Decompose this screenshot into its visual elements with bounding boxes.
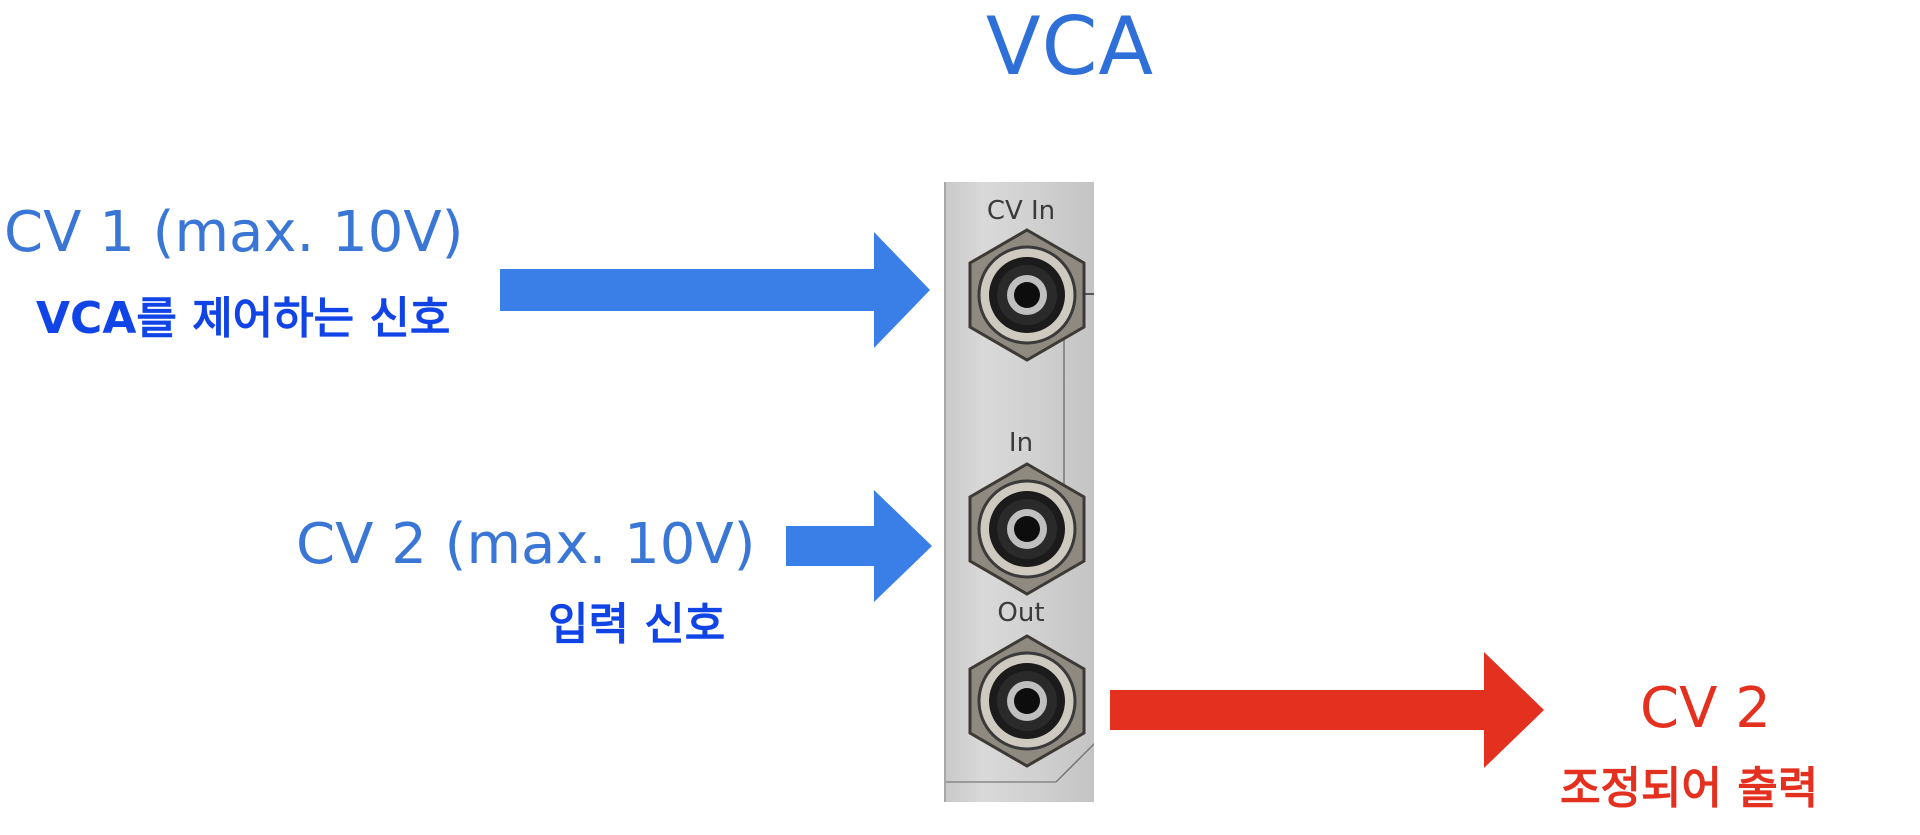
cv2-input-arrow [786, 490, 932, 602]
cv-in-jack[interactable] [958, 226, 1094, 364]
output-arrow [1110, 652, 1544, 768]
output-description: 조정되어 출력 [1560, 763, 1819, 814]
out-jack[interactable] [958, 632, 1094, 770]
cv-in-jack-label: CV In [986, 196, 1056, 226]
in-jack[interactable] [958, 460, 1094, 598]
cv2-description: 입력 신호 [548, 599, 726, 650]
vca-module-panel: CV In In Out [944, 182, 1094, 802]
cv1-label: CV 1 (max. 10V) [4, 200, 464, 265]
out-jack-label: Out [997, 598, 1045, 628]
diagram-title: VCA [985, 0, 1155, 93]
cv1-description: VCA를 제어하는 신호 [36, 293, 451, 344]
cv1-input-arrow [500, 232, 930, 348]
cv2-label: CV 2 (max. 10V) [296, 512, 756, 577]
output-label: CV 2 [1640, 676, 1771, 741]
in-jack-label: In [1008, 428, 1034, 458]
